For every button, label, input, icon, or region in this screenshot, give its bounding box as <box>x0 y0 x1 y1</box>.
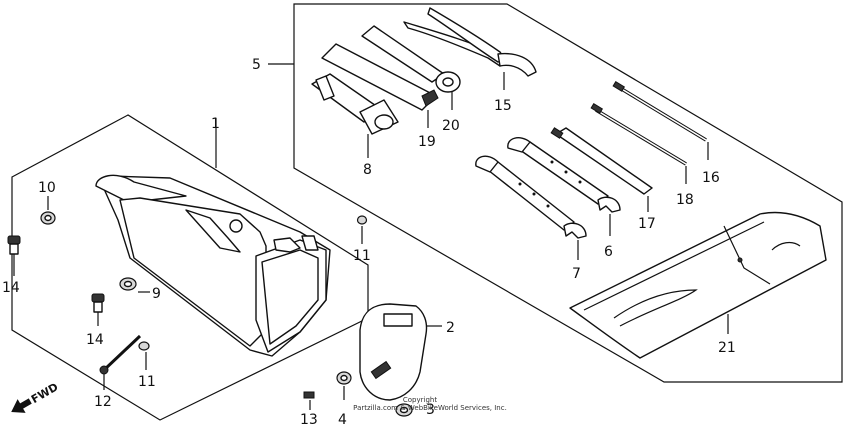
fwd-label: FWD <box>29 380 60 406</box>
bolt-14a <box>7 235 21 255</box>
callout-7: 7 <box>572 266 581 282</box>
callout-14b: 14 <box>86 332 104 348</box>
nut-11a <box>356 215 368 225</box>
callout-9: 9 <box>152 286 161 302</box>
wrench-7 <box>475 155 587 239</box>
grommet-9 <box>119 277 137 291</box>
tool-box-tray <box>95 174 331 357</box>
tool-kit-outline <box>293 3 843 383</box>
plug-wrench-8 <box>311 73 399 135</box>
screwdriver-16 <box>612 81 707 142</box>
fwd-arrow-icon: FWD <box>11 380 60 413</box>
callout-20: 20 <box>442 118 460 134</box>
copyright-line-1: Copyright <box>403 396 437 404</box>
callout-11b: 11 <box>138 374 156 390</box>
callout-11a: 11 <box>353 248 371 264</box>
callout-12: 12 <box>94 394 112 410</box>
callout-1: 1 <box>211 116 220 132</box>
grommet-10 <box>40 211 56 225</box>
grommet-4 <box>336 371 352 385</box>
bolt-14b <box>91 293 105 313</box>
handle-bar-19 <box>321 43 439 111</box>
callout-17: 17 <box>638 216 656 232</box>
callout-4: 4 <box>338 412 347 428</box>
callout-18: 18 <box>676 192 694 208</box>
callout-21: 21 <box>718 340 736 356</box>
callout-3: 3 <box>426 402 435 418</box>
wrench-20 <box>361 25 461 93</box>
callout-19: 19 <box>418 134 436 150</box>
callout-8: 8 <box>363 162 372 178</box>
callout-13: 13 <box>300 412 318 428</box>
screwdriver-18 <box>590 103 687 166</box>
callout-14a: 14 <box>2 280 20 296</box>
screwdriver-17 <box>550 127 653 195</box>
side-cover-2 <box>359 303 428 401</box>
pliers-15 <box>403 7 537 77</box>
tool-bag-21 <box>569 211 827 359</box>
callout-10: 10 <box>38 180 56 196</box>
pin-13 <box>303 391 315 399</box>
callout-6: 6 <box>604 244 613 260</box>
callout-15: 15 <box>494 98 512 114</box>
callout-16: 16 <box>702 170 720 186</box>
copyright-line-2: Partzilla.com & WebBikeWorld Services, I… <box>353 404 507 412</box>
collar-3 <box>395 403 413 417</box>
wrench-6 <box>507 137 621 213</box>
screw-12 <box>99 334 142 375</box>
nut-11b <box>138 341 150 351</box>
callout-2: 2 <box>446 320 455 336</box>
callout-5: 5 <box>252 57 261 73</box>
